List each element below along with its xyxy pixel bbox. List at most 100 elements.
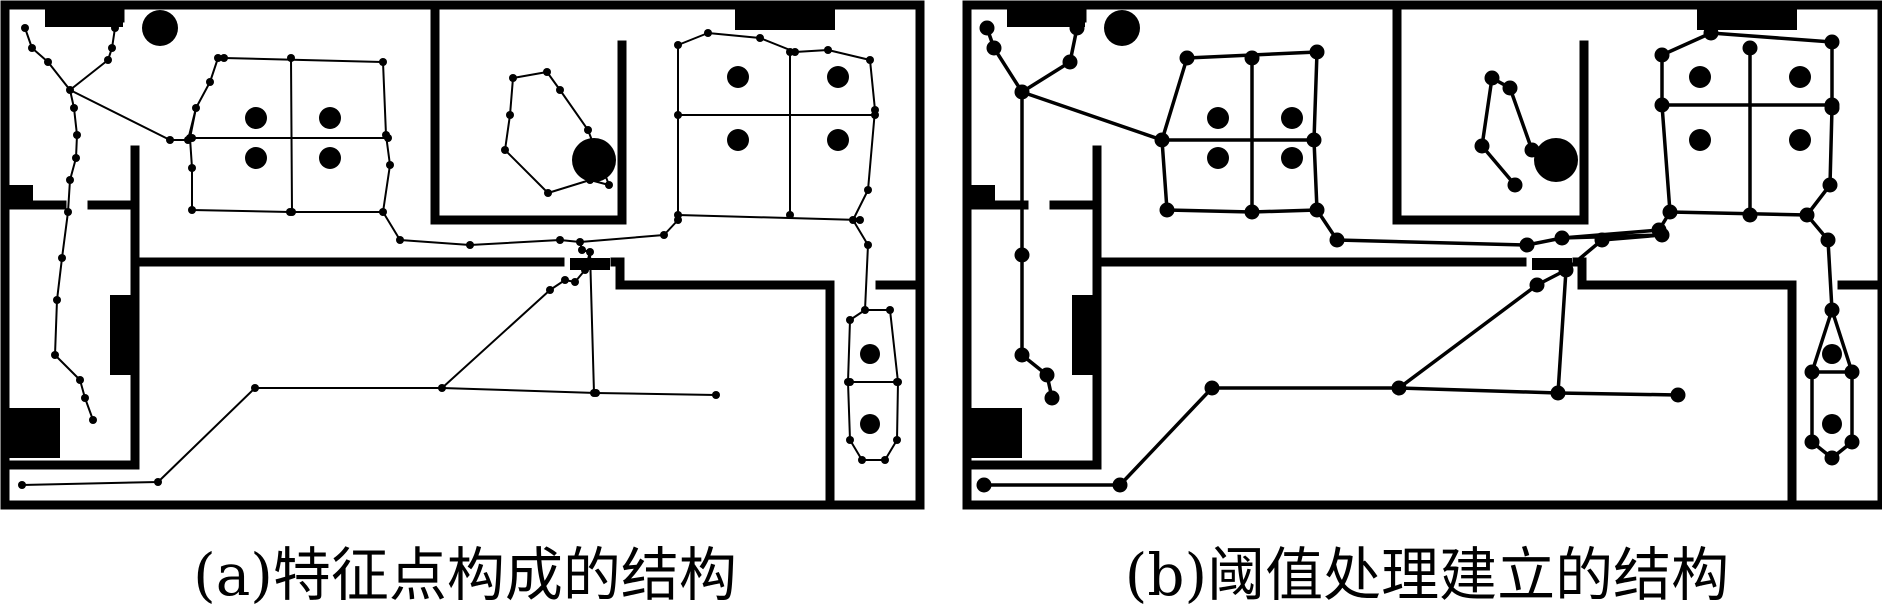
graph-node [53, 296, 61, 304]
graph-node [1507, 177, 1523, 193]
graph-node [66, 176, 74, 184]
obstacle-dot [1281, 147, 1303, 169]
graph-node [1824, 97, 1840, 113]
figure-panel-a: (a)特征点构成的结构 [0, 0, 930, 616]
graph-node [1391, 380, 1407, 396]
graph-edge [847, 309, 899, 461]
graph-node [1594, 232, 1610, 248]
obstacle-dot [1789, 66, 1811, 88]
graph-node [506, 111, 514, 119]
graph-node [578, 246, 586, 254]
obstacle-dot [827, 129, 849, 151]
graph-node [1703, 25, 1719, 41]
graph-node [1039, 367, 1055, 383]
graph-node [605, 181, 613, 189]
graph-node [1844, 364, 1860, 380]
floor-plan-a [0, 0, 925, 510]
graph-node [849, 216, 857, 224]
graph-node [571, 278, 579, 286]
graph-node [871, 111, 879, 119]
graph-edge [290, 57, 293, 213]
graph-node [1804, 434, 1820, 450]
obstacle-dot [319, 147, 341, 169]
graph-node [18, 481, 26, 489]
graph-node [1014, 347, 1030, 363]
obstacles [142, 10, 880, 434]
wall-block [735, 5, 835, 30]
graph-node [1309, 44, 1325, 60]
obstacle-dot [1104, 10, 1140, 46]
obstacle-dot [245, 147, 267, 169]
wall-line [962, 0, 1882, 510]
graph-node [1069, 20, 1085, 36]
graph-node [864, 241, 872, 249]
graph-node [1309, 202, 1325, 218]
graph-node [166, 136, 174, 144]
obstacle-dot [727, 129, 749, 151]
graph-node [893, 378, 901, 386]
obstacle-dot [1207, 107, 1229, 129]
graph-node [866, 56, 874, 64]
graph-node [73, 131, 81, 139]
obstacle-dot [1822, 344, 1842, 364]
wall-block [1697, 5, 1797, 30]
wall-block [5, 408, 60, 458]
wall-line [610, 257, 835, 290]
graph-node [864, 186, 872, 194]
graph-node [1014, 84, 1030, 100]
graph-node [986, 40, 1002, 56]
obstacle-dot [827, 66, 849, 88]
graph-node [501, 146, 509, 154]
graph-node [81, 394, 89, 402]
caption-b: (b)阈值处理建立的结构 [1124, 541, 1730, 609]
graph-node [1044, 390, 1060, 406]
graph-node [76, 376, 84, 384]
obstacle-dot [860, 414, 880, 434]
graph-node [1112, 477, 1128, 493]
wall-line [0, 0, 925, 510]
graph-edge [985, 26, 1054, 400]
wall-line [1572, 257, 1797, 290]
graph-node [976, 477, 992, 493]
graph-node [1306, 132, 1322, 148]
graph-node [861, 306, 869, 314]
graph-node [979, 20, 995, 36]
graph-node [824, 46, 832, 54]
graph-node [1742, 40, 1758, 56]
walls [0, 0, 925, 510]
graph-node [886, 306, 894, 314]
obstacle-dot [572, 138, 616, 182]
wall-line [430, 0, 627, 225]
graph-node [188, 134, 196, 142]
graph-node [1799, 207, 1815, 223]
wall-line [962, 145, 1102, 470]
graph-node [188, 206, 196, 214]
obstacle-dot [1534, 138, 1578, 182]
wall-blocks [967, 5, 1797, 458]
graph-node [1844, 434, 1860, 450]
graph-node [590, 389, 598, 397]
obstacle-dot [1822, 414, 1842, 434]
graph-node [438, 384, 446, 392]
graph-node [386, 161, 394, 169]
graph-node [846, 316, 854, 324]
graph-node [66, 86, 74, 94]
graph-node [154, 478, 162, 486]
graph-node [1014, 247, 1030, 263]
wall-block [1072, 295, 1097, 375]
obstacle-dot [1689, 66, 1711, 88]
graph-node [586, 176, 594, 184]
graph-node [846, 436, 854, 444]
graph-node [543, 68, 551, 76]
graph-node [786, 48, 794, 56]
graph-node [1651, 222, 1667, 238]
wall-line [1392, 0, 1589, 225]
wall-block [5, 185, 33, 203]
graph-node [561, 276, 569, 284]
graph-node [576, 238, 584, 246]
graph-node [1662, 204, 1678, 220]
graph-node [1742, 207, 1758, 223]
graph-node [1554, 160, 1570, 176]
graph-node [858, 456, 866, 464]
graph-node [214, 54, 222, 62]
